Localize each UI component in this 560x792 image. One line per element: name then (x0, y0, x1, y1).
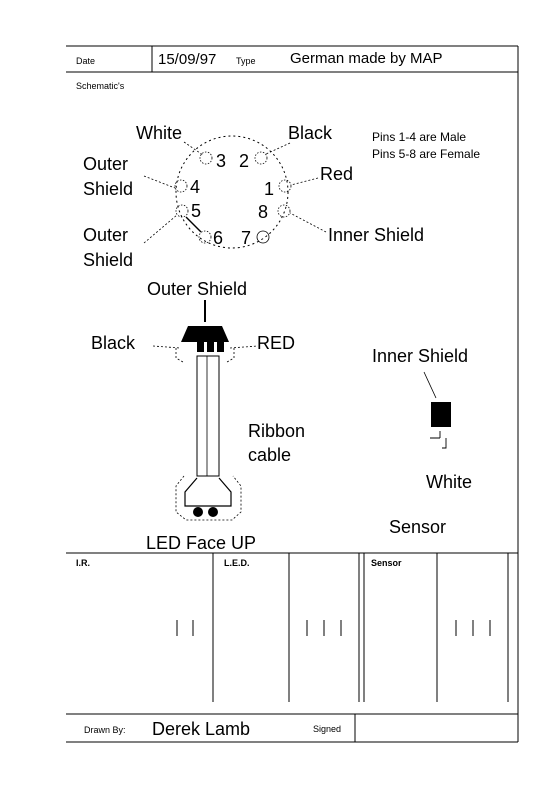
sensor-inner-shield-label: Inner Shield (372, 346, 468, 366)
outer-shield-1-leader (143, 175, 176, 189)
outer-shield-2-label-line2: Shield (83, 250, 133, 270)
pin-7-number: 7 (241, 228, 251, 248)
ribbon-red-leader (229, 345, 259, 349)
top-connector-body (181, 326, 229, 342)
sensor-assembly: Inner Shield White Sensor (372, 346, 472, 537)
sensor-title: Sensor (389, 517, 446, 537)
pin-8-socket (277, 204, 291, 218)
pin-4-number: 4 (190, 177, 200, 197)
led-face-up-label: LED Face UP (146, 533, 256, 553)
outer-shield-2-label-line1: Outer (83, 225, 128, 245)
header-block: Date 15/09/97 Type German made by MAP Sc… (66, 45, 519, 742)
footer-block: Drawn By: Derek Lamb Signed (66, 713, 518, 743)
inner-shield-wire-label: Inner Shield (328, 225, 424, 245)
red-wire-label: Red (320, 164, 353, 184)
top-connector-pin-right (217, 342, 224, 352)
ribbon-black-label: Black (91, 333, 136, 353)
pin-note-female: Pins 5-8 are Female (372, 147, 480, 161)
connector-body-outline (175, 135, 289, 249)
led-connector-outline (175, 475, 242, 521)
pin-4-socket (174, 179, 188, 193)
pin-8-number: 8 (258, 202, 268, 222)
footprint-sensor-title: Sensor (371, 558, 402, 568)
pin-5-6-jumper (185, 216, 202, 233)
sensor-lead (430, 431, 447, 449)
outer-shield-1-label-line1: Outer (83, 154, 128, 174)
signed-label: Signed (313, 724, 341, 734)
pin-2-number: 2 (239, 151, 249, 171)
ribbon-red-label: RED (257, 333, 295, 353)
led-right (208, 507, 218, 517)
ribbon-cable-assembly: Outer Shield Black RED Ribbon cable LED … (91, 279, 305, 553)
black-wire-label: Black (288, 123, 333, 143)
footprint-led-title: L.E.D. (224, 558, 250, 568)
pin-note-male: Pins 1-4 are Male (372, 130, 466, 144)
pin-3-number: 3 (216, 151, 226, 171)
ribbon-black-leader (152, 345, 181, 349)
white-wire-label: White (136, 123, 182, 143)
black-leader (265, 142, 291, 155)
ribbon-outer-shield-label: Outer Shield (147, 279, 247, 299)
sensor-inner-shield-leader (423, 371, 437, 399)
led-connector-housing (184, 477, 232, 507)
footprint-strip: I.R. L.E.D. Sensor (66, 552, 518, 702)
schematics-label: Schematic's (76, 81, 125, 91)
type-value: German made by MAP (290, 50, 443, 67)
connector-pinout: 3 2 4 1 5 8 6 7 White Black Red Outer Sh… (83, 123, 480, 270)
pin-5-number: 5 (191, 201, 201, 221)
footprint-ir-title: I.R. (76, 558, 90, 568)
red-leader (290, 177, 319, 186)
sensor-white-label: White (426, 472, 472, 492)
top-connector-pin-mid (207, 342, 214, 352)
pin-3-socket (199, 151, 213, 165)
sensor-body (431, 402, 451, 427)
ribbon-cable-label-line1: Ribbon (248, 421, 305, 441)
pin-6-number: 6 (213, 228, 223, 248)
date-value: 15/09/97 (158, 51, 216, 68)
top-connector-right-lip (226, 348, 235, 363)
ribbon-cable-strip (196, 355, 220, 477)
type-label: Type (236, 56, 256, 66)
pin-5-socket (175, 204, 189, 218)
ribbon-cable-label-line2: cable (248, 445, 291, 465)
pin-6-socket (198, 230, 212, 244)
drawn-by-value: Derek Lamb (152, 719, 250, 739)
pin-1-number: 1 (264, 179, 274, 199)
drawn-by-label: Drawn By: (84, 725, 126, 735)
top-connector-pin-left (197, 342, 204, 352)
top-connector-left-lip (175, 348, 184, 363)
date-label: Date (76, 56, 95, 66)
pin-2-socket (254, 151, 268, 165)
pin-1-socket (278, 179, 292, 193)
white-leader (183, 141, 204, 156)
outer-shield-2-leader (143, 214, 178, 244)
led-left (193, 507, 203, 517)
pin-7-socket (256, 230, 270, 244)
outer-shield-1-label-line2: Shield (83, 179, 133, 199)
inner-shield-leader (289, 212, 327, 233)
